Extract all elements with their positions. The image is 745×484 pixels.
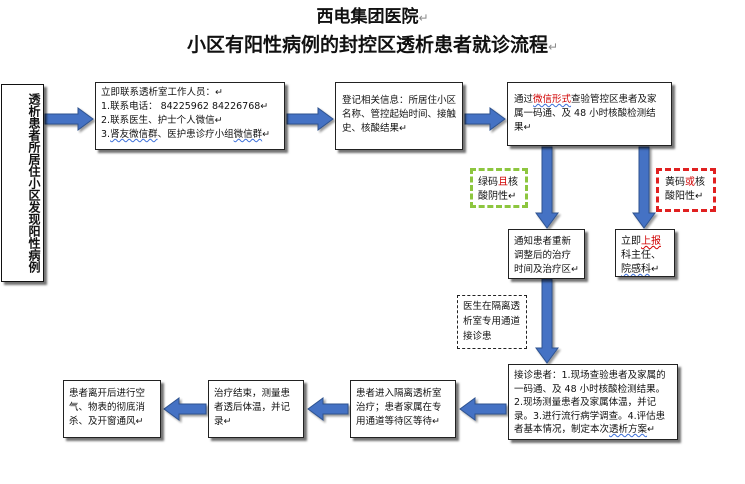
arrow-right-1: [44, 107, 94, 131]
doctor-note: 医生在隔离透析室专用通道接诊患: [457, 295, 527, 349]
check-text-a: 通过: [514, 94, 534, 105]
contact-line-4-e: ↵: [262, 129, 271, 140]
green-label-b: 且: [498, 177, 508, 188]
hospital-title: 西电集团医院↵: [0, 2, 745, 27]
red-label-b: 或: [685, 177, 695, 188]
receive-c: ↵: [647, 424, 655, 435]
report-a: 立即: [621, 236, 641, 247]
end-treatment-box: 治疗结束，测量患者透后体温，并记录↵: [208, 380, 304, 438]
start-box: 透析患者所居住小区发现阳性病例: [1, 84, 44, 282]
contact-line-4-a: 3.: [101, 129, 111, 140]
receive-b: 透析方案: [609, 424, 648, 435]
arrow-down-receive: [535, 278, 559, 364]
arrow-down-green: [535, 146, 559, 229]
register-box-text: 登记相关信息：所居住小区名称、管控起始时间、接触史、核酸结果↵: [342, 95, 457, 134]
contact-line-4-d: 微信群: [233, 129, 263, 140]
arrow-left-1: [459, 397, 507, 421]
report-e: ↵: [651, 264, 660, 275]
isolation-box-text: 患者进入隔离透析室治疗；患者家属在专用通道等待区等待↵: [356, 388, 442, 427]
contact-line-4-b: 肾友微信群: [110, 129, 158, 140]
contact-line-1: 立即联系透析室工作人员：↵: [101, 87, 223, 98]
contact-line-3: 2.联系医生、护士个人微信↵: [101, 115, 223, 126]
arrow-down-red: [632, 146, 656, 229]
report-b: 上报: [641, 236, 661, 247]
doctor-note-text: 医生在隔离透析室专用通道接诊患: [463, 301, 521, 342]
register-box: 登记相关信息：所居住小区名称、管控起始时间、接触史、核酸结果↵: [335, 82, 463, 150]
flow-title: 小区有阳性病例的封控区透析患者就诊流程↵: [0, 30, 745, 57]
start-box-text: 透析患者所居住小区发现阳性病例: [27, 93, 41, 273]
arrow-right-3: [464, 107, 506, 131]
receive-a: 接诊患者：1.现场查验患者及家属的一码通、及 48 小时核酸检测结果。2.现场测…: [514, 370, 666, 435]
return-mark-icon: ↵: [418, 11, 429, 25]
arrow-left-3: [163, 397, 207, 421]
yellow-code-label: 黄码或核酸阳性↵: [656, 168, 716, 212]
red-label-a: 黄码: [665, 177, 685, 188]
check-text-b: 微信形式: [533, 94, 572, 105]
leave-box: 患者离开后进行空气、物表的彻底消杀、及开窗通风↵: [63, 380, 161, 438]
notify-box: 通知患者重新调整后的治疗时间及治疗区↵: [508, 229, 585, 279]
flow-title-text: 小区有阳性病例的封控区透析患者就诊流程: [186, 34, 548, 56]
report-d: 院感科: [621, 264, 651, 275]
leave-box-text: 患者离开后进行空气、物表的彻底消杀、及开窗通风↵: [69, 388, 146, 427]
report-c: 科主任、: [621, 250, 661, 261]
receive-box: 接诊患者：1.现场查验患者及家属的一码通、及 48 小时核酸检测结果。2.现场测…: [508, 364, 678, 440]
green-code-label: 绿码且核酸阴性↵: [470, 168, 528, 208]
hospital-title-text: 西电集团医院: [316, 7, 419, 27]
red-label-c: 核酸阳性↵: [665, 177, 705, 202]
end-treatment-text: 治疗结束，测量患者透后体温，并记录↵: [214, 388, 291, 427]
arrow-right-2: [286, 107, 334, 131]
report-box: 立即上报科主任、院感科↵: [615, 229, 675, 277]
green-label-a: 绿码: [478, 177, 498, 188]
green-label-c: 核酸阴性↵: [478, 177, 518, 202]
isolation-box: 患者进入隔离透析室治疗；患者家属在专用通道等待区等待↵: [350, 380, 456, 438]
contact-line-4-c: 、医护患诊疗小组: [157, 129, 234, 140]
contact-line-4: 3.肾友微信群、医护患诊疗小组微信群↵: [101, 128, 279, 142]
check-box: 通过微信形式查验管控区患者及家属一码通、及 48 小时核酸检测结果↵: [507, 82, 672, 146]
check-text-c: 查验管控区患者及家属一码通、及 48 小时核酸检测结果↵: [514, 94, 657, 133]
return-mark-icon: ↵: [547, 40, 559, 54]
notify-box-text: 通知患者重新调整后的治疗时间及治疗区↵: [514, 236, 579, 275]
arrow-left-2: [307, 397, 349, 421]
contact-box: 立即联系透析室工作人员：↵ 1.联系电话： 84225962 84226768↵…: [95, 82, 285, 150]
contact-line-2: 1.联系电话： 84225962 84226768↵: [101, 101, 269, 112]
